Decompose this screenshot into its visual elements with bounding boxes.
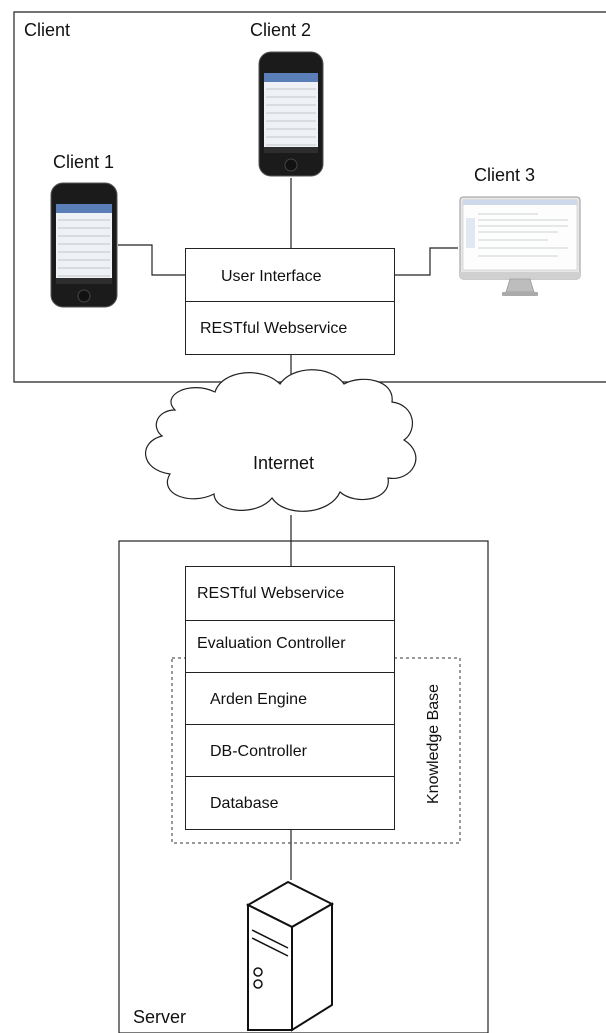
user-interface-layer: User Interface (221, 268, 322, 285)
client-2-smartphone (258, 51, 324, 177)
server-stack-divider-4 (186, 776, 394, 777)
connector-client1 (118, 244, 185, 276)
client-3-label: Client 3 (474, 165, 536, 185)
server-zone-border (118, 540, 489, 1033)
smartphone-icon (50, 182, 118, 308)
desktop-monitor-icon (459, 196, 581, 296)
internet-label: Internet (253, 453, 315, 473)
client-3-desktop-monitor (458, 196, 582, 300)
server-tower-icon (245, 880, 335, 1032)
evaluation-controller-layer: Evaluation Controller (197, 635, 346, 652)
client-restful-webservice-layer: RESTful Webservice (200, 320, 348, 337)
client-zone-label: Client (24, 20, 71, 40)
smartphone-icon (258, 51, 324, 177)
server-stack-divider-1 (186, 620, 394, 621)
server-restful-webservice-layer: RESTful Webservice (197, 585, 345, 602)
client-2-label: Client 2 (250, 20, 312, 40)
client-stack-divider (186, 301, 394, 302)
client-1-label: Client 1 (53, 152, 115, 172)
client-1-smartphone (50, 182, 118, 308)
connector-client3 (395, 247, 458, 276)
client-stack (185, 248, 395, 355)
server-stack-divider-3 (186, 724, 394, 725)
db-controller-layer: DB-Controller (210, 743, 307, 760)
knowledge-base-label: Knowledge Base (425, 683, 442, 804)
cloud-icon (145, 369, 417, 512)
server-zone-label: Server (133, 1007, 187, 1027)
server-stack-divider-2 (186, 672, 394, 673)
database-layer: Database (210, 795, 279, 812)
arden-engine-layer: Arden Engine (210, 691, 307, 708)
server-stack (185, 566, 395, 830)
